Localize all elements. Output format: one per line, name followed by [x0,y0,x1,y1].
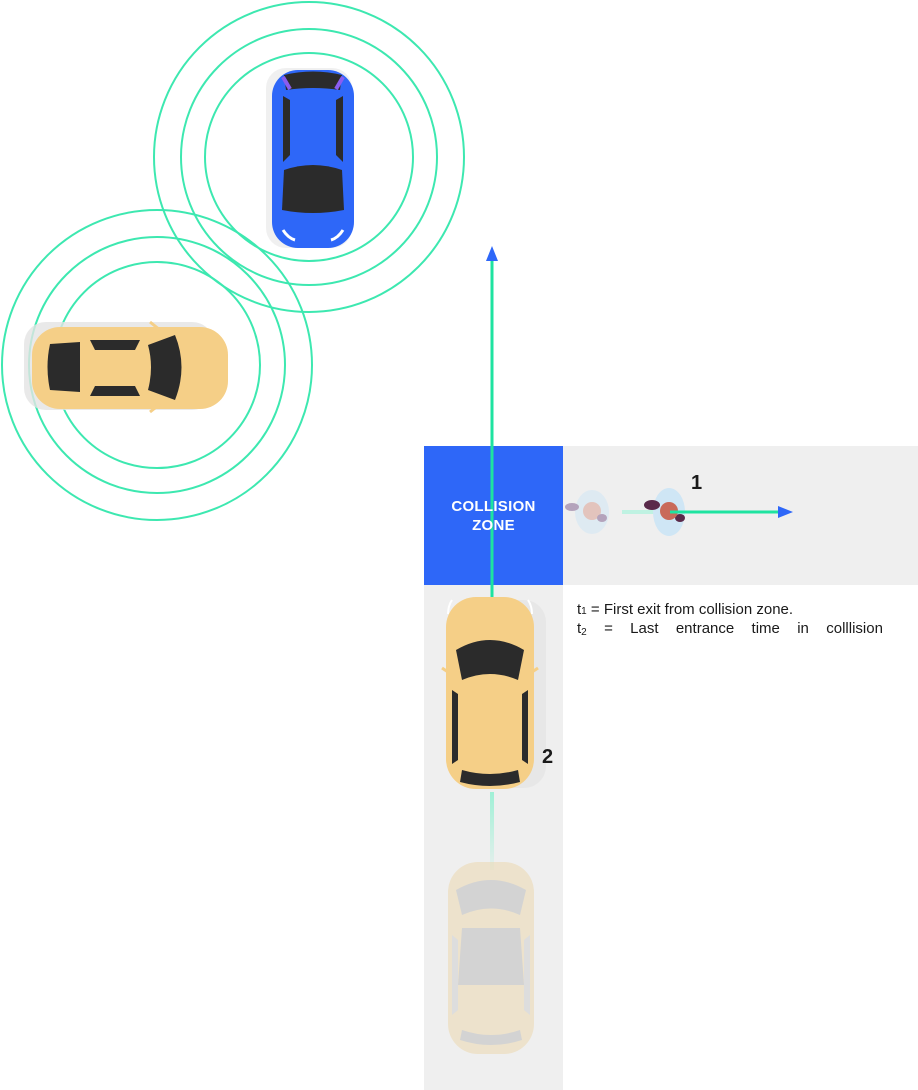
pedestrian-ghost [565,490,609,534]
blue-car-sensor-rings [153,1,465,313]
t2-subscript: 2 [581,627,587,638]
collision-zone-label-line2: ZONE [472,517,515,534]
yellow-car-2 [441,597,546,789]
yellow-car-left [24,320,228,414]
t2-word: in [797,620,809,637]
car-path-arrowhead [486,246,498,261]
t2-symbol: t [577,620,582,637]
t2-word: time [751,620,780,637]
car-number: 2 [542,746,554,768]
legend-row-t2: t2 = Last entrance time in colllision [577,619,883,640]
t1-symbol: t [577,601,582,618]
t2-word: entrance [675,620,735,637]
pedestrian-number: 1 [691,472,703,494]
pedestrian-trail [622,510,662,514]
blue-car [266,68,354,248]
t1-text: = First exit from collision zone. [590,601,794,618]
t1-subscript: 1 [581,606,587,617]
car-trail [490,792,494,870]
t2-word: colllision [826,620,883,637]
ghost-car [448,862,534,1054]
horizontal-road [563,446,918,585]
t2-word: = [604,620,613,637]
collision-zone-label: COLLISION ZONE [424,497,563,535]
t2-word: Last [630,620,659,637]
pedestrian-path-arrowhead [778,506,793,518]
pedestrian-1 [644,488,685,536]
t2-symbol-wrap: t2 [577,619,587,640]
collision-zone-label-line1: COLLISION [451,498,536,515]
